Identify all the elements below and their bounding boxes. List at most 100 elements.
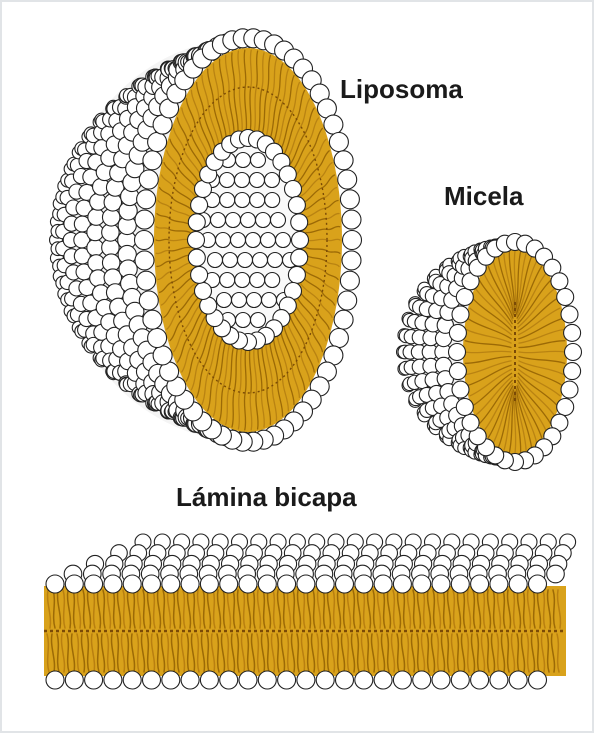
liposome-head: [342, 210, 361, 229]
liposome-inner-heads: [188, 130, 309, 351]
micelle-head: [564, 363, 581, 380]
liposome-illustration: [50, 29, 362, 451]
liposome-inner-head: [191, 197, 208, 214]
liposome-inner-head: [220, 193, 235, 208]
liposome-inner-head: [265, 273, 280, 288]
liposome-inner-head: [241, 213, 256, 228]
micelle-head: [561, 381, 578, 398]
micelle-head: [452, 306, 469, 323]
bilayer-head: [181, 575, 199, 593]
liposome-inner-head: [288, 197, 305, 214]
liposome-inner-head: [232, 293, 247, 308]
liposome-inner-head: [265, 193, 280, 208]
bilayer-head: [239, 575, 257, 593]
liposome-inner-head: [208, 253, 223, 268]
liposome-inner-head: [235, 273, 250, 288]
liposome-inner-head: [291, 249, 308, 266]
micelle-head: [449, 344, 466, 361]
liposome-inner-head: [188, 214, 205, 231]
liposome-inner-head: [285, 181, 302, 198]
liposome-inner-head: [235, 173, 250, 188]
bilayer-tails: [44, 586, 566, 676]
liposome-inner-head: [188, 249, 205, 266]
bilayer-head: [220, 575, 238, 593]
micelle-head: [551, 273, 568, 290]
liposome-head: [329, 133, 348, 152]
liposome-head: [329, 329, 348, 348]
liposome-head: [139, 170, 158, 189]
micelle-head: [456, 399, 473, 416]
liposome-inner-head: [231, 233, 246, 248]
liposome-head: [342, 251, 361, 270]
bilayer-head: [547, 565, 565, 583]
liposome-inner-head: [236, 153, 251, 168]
bilayer-head: [374, 671, 392, 689]
liposome-head: [137, 190, 156, 209]
bilayer-head: [451, 575, 469, 593]
micelle-illustration: [397, 234, 582, 471]
liposome-inner-head: [195, 283, 212, 300]
bilayer-head: [258, 671, 276, 689]
bilayer-head: [471, 575, 489, 593]
micelle-head: [449, 363, 466, 380]
liposome-head: [324, 115, 343, 134]
bilayer-head: [316, 671, 334, 689]
liposome-inner-head: [276, 233, 291, 248]
bilayer-head: [46, 575, 64, 593]
bilayer-head: [104, 671, 122, 689]
liposome-inner-head: [235, 193, 250, 208]
liposome-head: [334, 151, 353, 170]
bilayer-head: [393, 671, 411, 689]
bilayer-head: [258, 575, 276, 593]
micelle-head: [452, 381, 469, 398]
liposome-head: [143, 151, 162, 170]
liposome-inner-head: [226, 213, 241, 228]
micelle-head: [561, 306, 578, 323]
bilayer-head: [490, 671, 508, 689]
bilayer-head: [355, 575, 373, 593]
liposome-inner-head: [220, 273, 235, 288]
micelle-head: [557, 289, 574, 306]
liposome-head: [135, 251, 154, 270]
liposome-inner-head: [191, 266, 208, 283]
bilayer-head: [85, 671, 103, 689]
liposome-inner-head: [223, 253, 238, 268]
bilayer-head: [509, 671, 527, 689]
bilayer-head: [336, 671, 354, 689]
bilayer-head: [200, 671, 218, 689]
bilayer-head: [316, 575, 334, 593]
bilayer-head: [374, 575, 392, 593]
bilayer-head: [529, 671, 547, 689]
liposome-inner-head: [238, 253, 253, 268]
liposome-head: [338, 291, 357, 310]
liposome-inner-head: [288, 266, 305, 283]
bilayer-head: [297, 575, 315, 593]
bilayer-head: [413, 575, 431, 593]
liposome-inner-head: [256, 213, 271, 228]
bilayer-head: [393, 575, 411, 593]
liposome-head: [143, 310, 162, 329]
micelle-label: Micela: [444, 181, 524, 212]
liposome-inner-head: [271, 213, 286, 228]
bilayer-head: [123, 671, 141, 689]
micelle-head: [565, 344, 582, 361]
liposome-head: [340, 271, 359, 290]
bilayer-head: [65, 671, 83, 689]
liposome-head: [334, 310, 353, 329]
bilayer-head: [355, 671, 373, 689]
liposome-inner-head: [250, 173, 265, 188]
bilayer-head: [529, 575, 547, 593]
liposome-inner-head: [250, 273, 265, 288]
bilayer-head: [297, 671, 315, 689]
bilayer-head: [104, 575, 122, 593]
liposome-inner-head: [216, 233, 231, 248]
liposome-inner-head: [250, 193, 265, 208]
liposome-head: [148, 133, 167, 152]
bilayer-head: [278, 671, 296, 689]
liposome-inner-head: [261, 233, 276, 248]
liposome-inner-head: [188, 232, 205, 249]
bilayer-head: [143, 575, 161, 593]
liposome-inner-head: [251, 153, 266, 168]
bilayer-head: [239, 671, 257, 689]
